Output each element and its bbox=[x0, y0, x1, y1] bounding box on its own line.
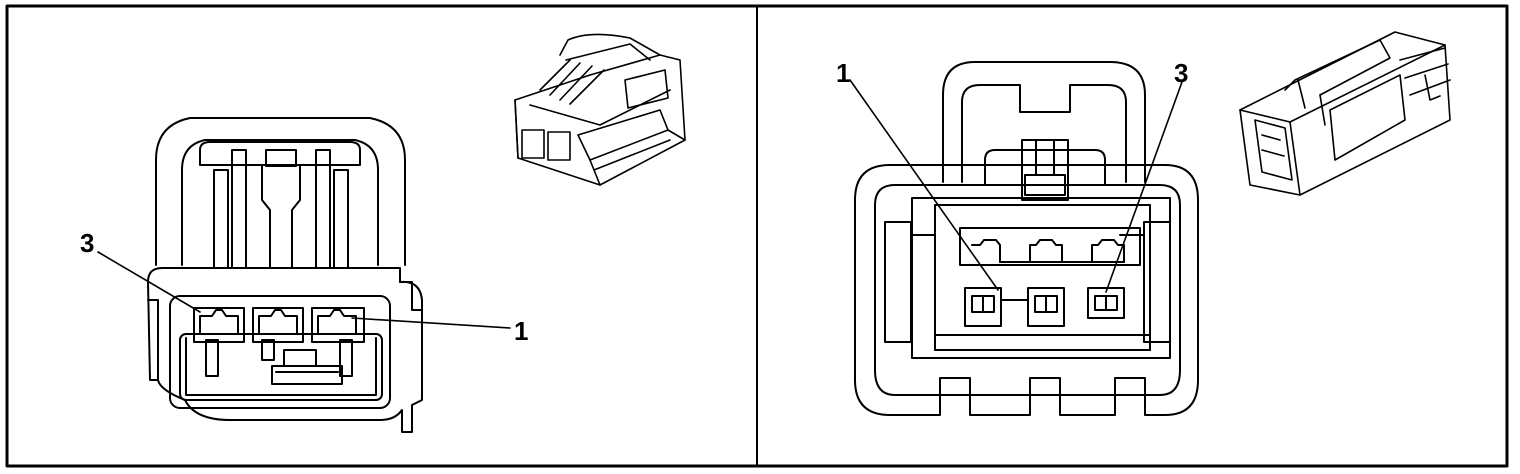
pin-cavity-1 bbox=[311, 307, 365, 377]
callout-pin-1-left: 1 bbox=[514, 316, 528, 346]
callout-leader-1 bbox=[849, 79, 999, 291]
right-connector-face bbox=[849, 61, 1199, 416]
pin-cavity-3 bbox=[193, 307, 245, 377]
terminal-3 bbox=[1087, 287, 1125, 319]
callout-leader-left bbox=[97, 251, 201, 313]
callout-leader-3 bbox=[1105, 81, 1183, 293]
callout-pin-3-left: 3 bbox=[80, 228, 94, 258]
connector-3d-female-icon bbox=[514, 33, 686, 186]
pin-cavity-2 bbox=[252, 307, 304, 361]
callout-pin-1-right: 1 bbox=[836, 58, 850, 88]
left-connector-face bbox=[97, 117, 511, 433]
terminal-2 bbox=[1027, 287, 1065, 327]
callout-leader-right bbox=[351, 317, 511, 329]
callout-pin-3-right: 3 bbox=[1174, 58, 1188, 88]
connector-3d-male-icon bbox=[1239, 31, 1451, 196]
terminal-1 bbox=[964, 287, 1002, 327]
